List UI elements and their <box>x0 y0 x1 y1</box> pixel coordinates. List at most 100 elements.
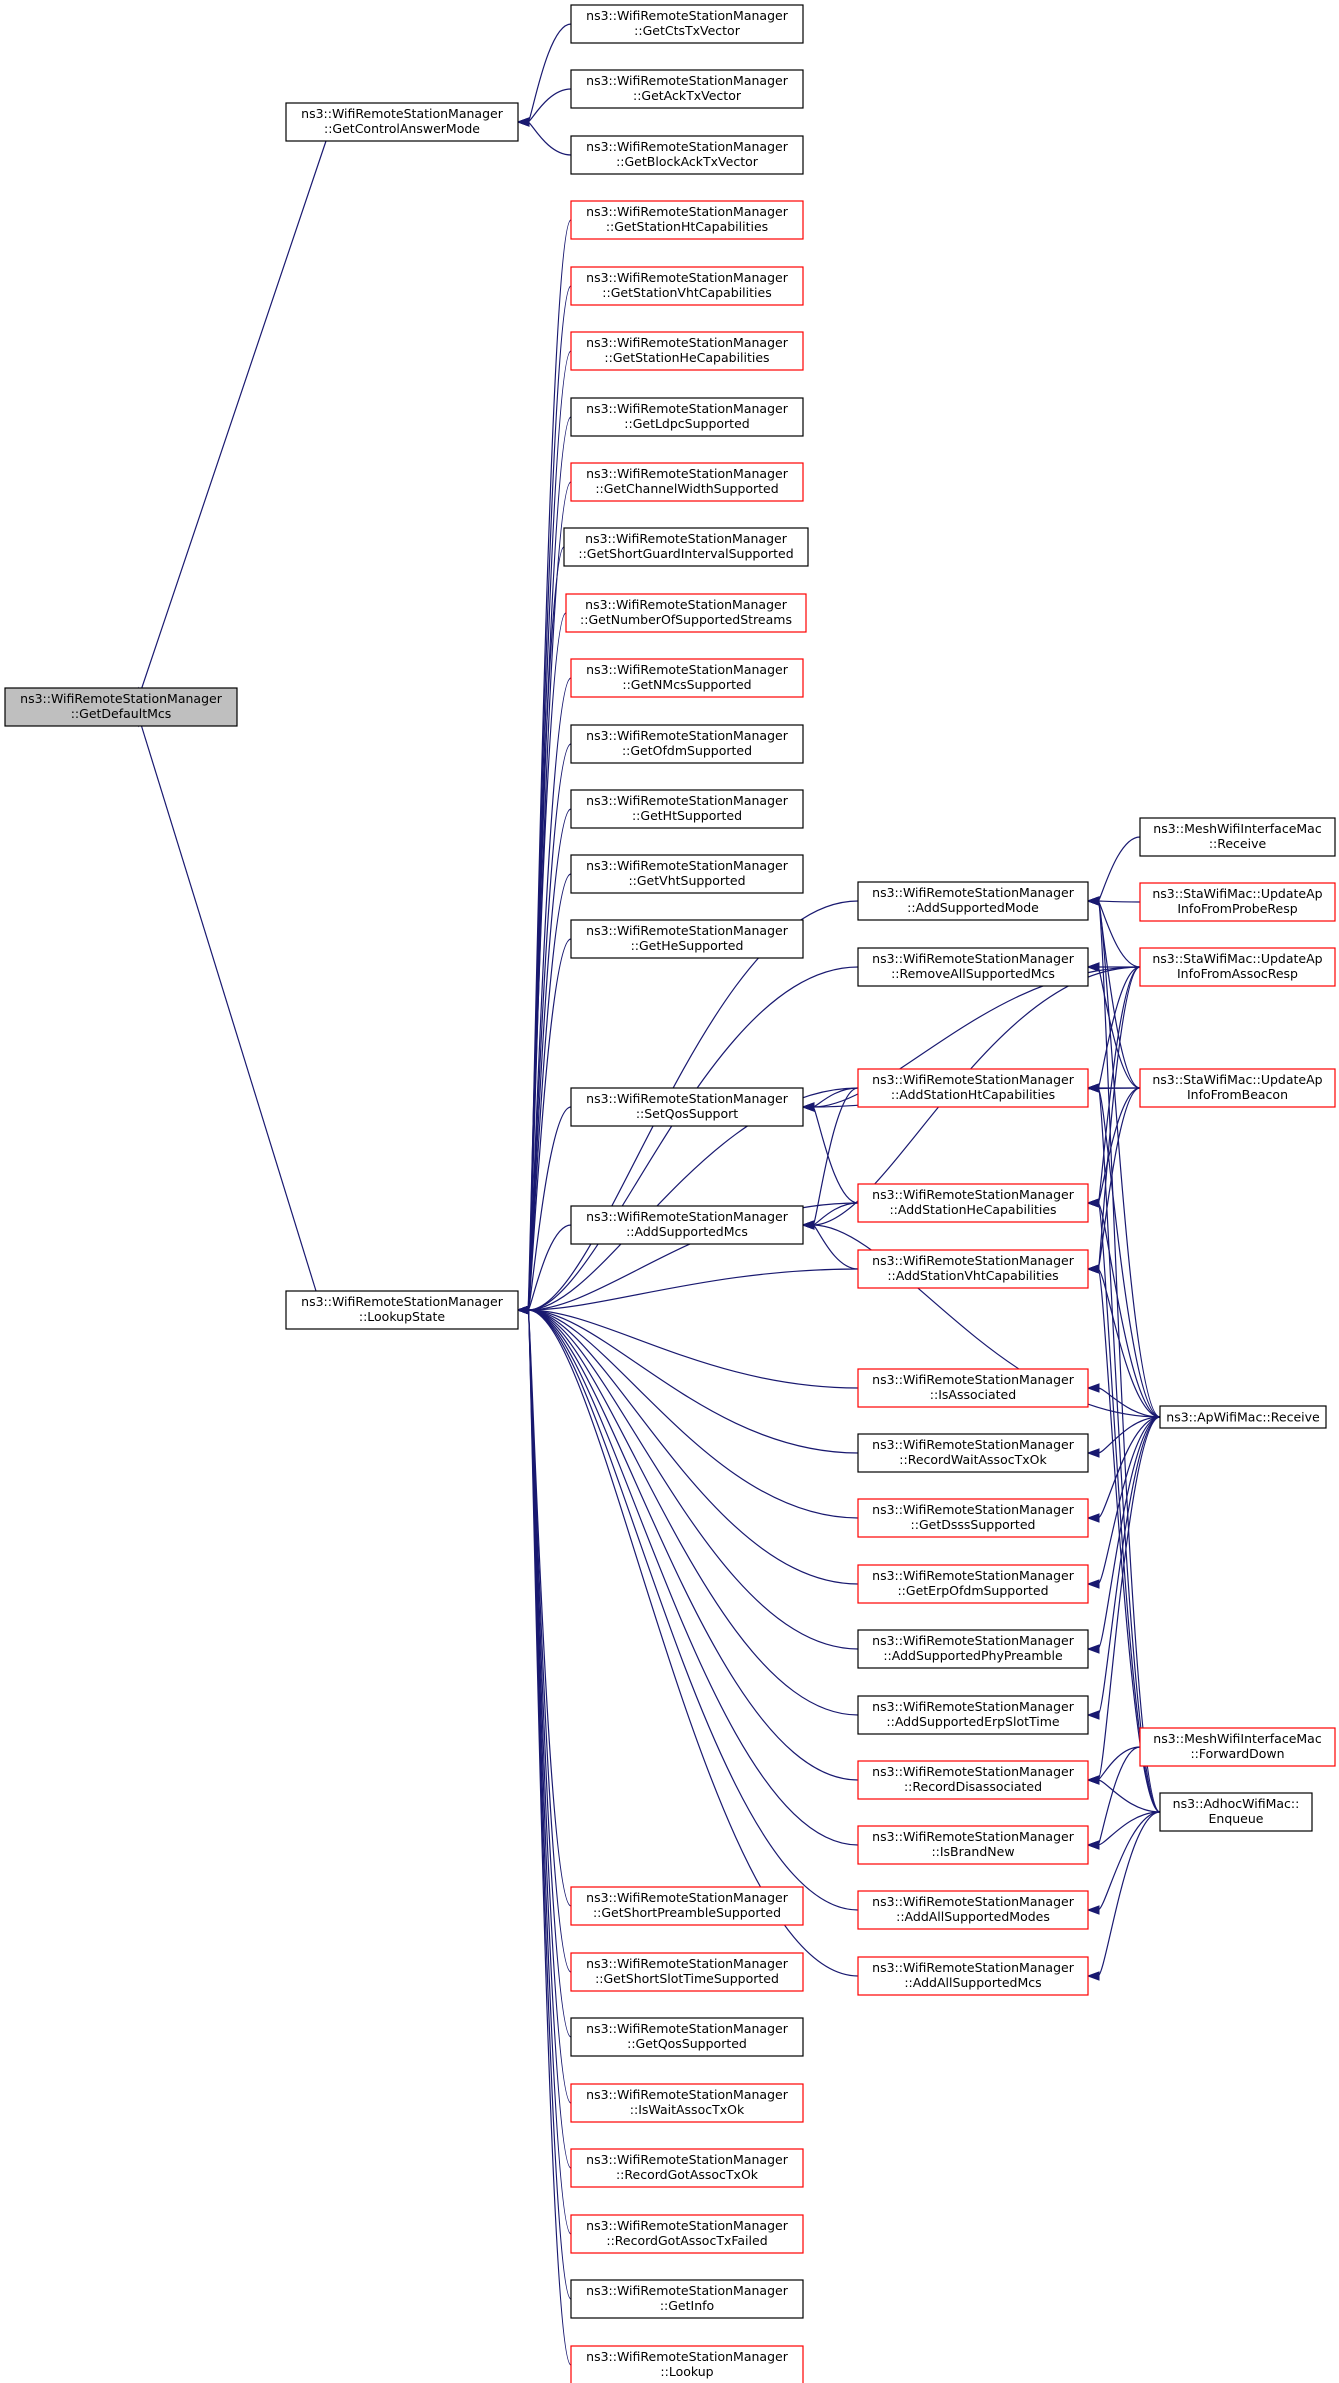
node-adhoc-enqueue[interactable]: ns3::AdhocWifiMac::Enqueue <box>1159 1792 1313 1832</box>
node-get-cts-tx-vector[interactable]: ns3::WifiRemoteStationManager::GetCtsTxV… <box>570 4 804 44</box>
node-is-associated[interactable]: ns3::WifiRemoteStationManager::IsAssocia… <box>857 1368 1089 1408</box>
node-get-dsss-supported[interactable]: ns3::WifiRemoteStationManager::GetDsssSu… <box>857 1498 1089 1538</box>
node-get-erp-ofdm-supported[interactable]: ns3::WifiRemoteStationManager::GetErpOfd… <box>857 1564 1089 1604</box>
node-lookup[interactable]: ns3::WifiRemoteStationManager::Lookup <box>570 2345 804 2383</box>
node-box[interactable] <box>570 854 804 894</box>
node-box[interactable] <box>857 1564 1089 1604</box>
node-box[interactable] <box>563 527 809 567</box>
node-box[interactable] <box>857 1695 1089 1735</box>
node-get-he-supported[interactable]: ns3::WifiRemoteStationManager::GetHeSupp… <box>570 919 804 959</box>
node-is-brand-new[interactable]: ns3::WifiRemoteStationManager::IsBrandNe… <box>857 1825 1089 1865</box>
node-box[interactable] <box>570 724 804 764</box>
node-lookup-state[interactable]: ns3::WifiRemoteStationManager::LookupSta… <box>285 1290 519 1330</box>
node-box[interactable] <box>1139 1727 1336 1767</box>
node-box[interactable] <box>570 658 804 698</box>
node-box[interactable] <box>857 1956 1089 1996</box>
node-box[interactable] <box>857 1498 1089 1538</box>
node-box[interactable] <box>285 102 519 142</box>
node-box[interactable] <box>1159 1792 1313 1832</box>
node-box[interactable] <box>1139 947 1336 987</box>
node-box[interactable] <box>857 1825 1089 1865</box>
node-get-block-ack-tx-vector[interactable]: ns3::WifiRemoteStationManager::GetBlockA… <box>570 135 804 175</box>
node-add-supported-phy-preamble[interactable]: ns3::WifiRemoteStationManager::AddSuppor… <box>857 1629 1089 1669</box>
node-box[interactable] <box>857 947 1089 987</box>
node-get-info[interactable]: ns3::WifiRemoteStationManager::GetInfo <box>570 2279 804 2319</box>
node-get-station-he-capabilities[interactable]: ns3::WifiRemoteStationManager::GetStatio… <box>570 331 804 371</box>
node-get-short-slot-time-supported[interactable]: ns3::WifiRemoteStationManager::GetShortS… <box>570 1952 804 1992</box>
node-get-station-ht-capabilities[interactable]: ns3::WifiRemoteStationManager::GetStatio… <box>570 200 804 240</box>
node-box[interactable] <box>857 1249 1089 1289</box>
node-get-ack-tx-vector[interactable]: ns3::WifiRemoteStationManager::GetAckTxV… <box>570 69 804 109</box>
node-box[interactable] <box>857 1890 1089 1930</box>
node-record-got-assoc-tx-ok[interactable]: ns3::WifiRemoteStationManager::RecordGot… <box>570 2148 804 2188</box>
node-is-wait-assoc-tx-ok[interactable]: ns3::WifiRemoteStationManager::IsWaitAss… <box>570 2083 804 2123</box>
node-box[interactable] <box>570 331 804 371</box>
node-add-station-ht-capabilities[interactable]: ns3::WifiRemoteStationManager::AddStatio… <box>857 1068 1089 1108</box>
node-add-station-he-capabilities[interactable]: ns3::WifiRemoteStationManager::AddStatio… <box>857 1183 1089 1223</box>
node-add-supported-erp-slot-time[interactable]: ns3::WifiRemoteStationManager::AddSuppor… <box>857 1695 1089 1735</box>
node-get-qos-supported[interactable]: ns3::WifiRemoteStationManager::GetQosSup… <box>570 2017 804 2057</box>
node-add-supported-mode[interactable]: ns3::WifiRemoteStationManager::AddSuppor… <box>857 881 1089 921</box>
node-get-control-answer-mode[interactable]: ns3::WifiRemoteStationManager::GetContro… <box>285 102 519 142</box>
node-get-ofdm-supported[interactable]: ns3::WifiRemoteStationManager::GetOfdmSu… <box>570 724 804 764</box>
node-add-all-supported-modes[interactable]: ns3::WifiRemoteStationManager::AddAllSup… <box>857 1890 1089 1930</box>
node-box[interactable] <box>857 1433 1089 1473</box>
node-box[interactable] <box>570 919 804 959</box>
node-get-ldpc-supported[interactable]: ns3::WifiRemoteStationManager::GetLdpcSu… <box>570 397 804 437</box>
node-box[interactable] <box>570 135 804 175</box>
node-box[interactable] <box>1139 817 1336 857</box>
node-box[interactable] <box>570 789 804 829</box>
node-box[interactable] <box>570 4 804 44</box>
node-get-n-mcs-supported[interactable]: ns3::WifiRemoteStationManager::GetNMcsSu… <box>570 658 804 698</box>
node-box[interactable] <box>570 2148 804 2188</box>
node-box[interactable] <box>1139 882 1336 922</box>
node-update-info-from-probe-resp[interactable]: ns3::StaWifiMac::UpdateApInfoFromProbeRe… <box>1139 882 1336 922</box>
node-record-wait-assoc-tx-ok[interactable]: ns3::WifiRemoteStationManager::RecordWai… <box>857 1433 1089 1473</box>
node-box[interactable] <box>857 1368 1089 1408</box>
node-add-supported-mcs[interactable]: ns3::WifiRemoteStationManager::AddSuppor… <box>570 1205 804 1245</box>
node-box[interactable] <box>570 2345 804 2383</box>
node-box[interactable] <box>570 1087 804 1127</box>
node-add-all-supported-mcs[interactable]: ns3::WifiRemoteStationManager::AddAllSup… <box>857 1956 1089 1996</box>
node-get-vht-supported[interactable]: ns3::WifiRemoteStationManager::GetVhtSup… <box>570 854 804 894</box>
node-box[interactable] <box>570 2083 804 2123</box>
node-get-channel-width-supported[interactable]: ns3::WifiRemoteStationManager::GetChanne… <box>570 462 804 502</box>
node-box[interactable] <box>857 1183 1089 1223</box>
node-box[interactable] <box>857 1760 1089 1800</box>
node-get-default-mcs[interactable]: ns3::WifiRemoteStationManager::GetDefaul… <box>4 687 238 727</box>
node-box[interactable] <box>1159 1405 1327 1429</box>
node-mesh-forward-down[interactable]: ns3::MeshWifiInterfaceMac::ForwardDown <box>1139 1727 1336 1767</box>
node-set-qos-support[interactable]: ns3::WifiRemoteStationManager::SetQosSup… <box>570 1087 804 1127</box>
node-box[interactable] <box>570 2017 804 2057</box>
node-get-number-of-supported-streams[interactable]: ns3::WifiRemoteStationManager::GetNumber… <box>565 593 807 633</box>
node-mesh-receive[interactable]: ns3::MeshWifiInterfaceMac::Receive <box>1139 817 1336 857</box>
node-box[interactable] <box>570 200 804 240</box>
node-box[interactable] <box>857 1629 1089 1669</box>
node-box[interactable] <box>565 593 807 633</box>
node-box[interactable] <box>570 1952 804 1992</box>
node-box[interactable] <box>285 1290 519 1330</box>
node-box[interactable] <box>1139 1068 1336 1108</box>
node-box[interactable] <box>570 462 804 502</box>
node-add-station-vht-capabilities[interactable]: ns3::WifiRemoteStationManager::AddStatio… <box>857 1249 1089 1289</box>
node-box[interactable] <box>570 1205 804 1245</box>
node-box[interactable] <box>570 69 804 109</box>
node-box[interactable] <box>857 1068 1089 1108</box>
node-box[interactable] <box>857 881 1089 921</box>
node-box[interactable] <box>570 2214 804 2254</box>
node-box[interactable] <box>4 687 238 727</box>
node-get-station-vht-capabilities[interactable]: ns3::WifiRemoteStationManager::GetStatio… <box>570 266 804 306</box>
node-remove-all-supported-mcs[interactable]: ns3::WifiRemoteStationManager::RemoveAll… <box>857 947 1089 987</box>
node-box[interactable] <box>570 397 804 437</box>
node-get-short-preamble-supported[interactable]: ns3::WifiRemoteStationManager::GetShortP… <box>570 1886 804 1926</box>
node-update-info-from-assoc-resp[interactable]: ns3::StaWifiMac::UpdateApInfoFromAssocRe… <box>1139 947 1336 987</box>
node-box[interactable] <box>570 1886 804 1926</box>
node-ap-receive[interactable]: ns3::ApWifiMac::Receive <box>1159 1405 1327 1429</box>
node-record-disassociated[interactable]: ns3::WifiRemoteStationManager::RecordDis… <box>857 1760 1089 1800</box>
node-box[interactable] <box>570 266 804 306</box>
node-box[interactable] <box>570 2279 804 2319</box>
node-record-got-assoc-tx-failed[interactable]: ns3::WifiRemoteStationManager::RecordGot… <box>570 2214 804 2254</box>
node-get-short-guard-interval-supported[interactable]: ns3::WifiRemoteStationManager::GetShortG… <box>563 527 809 567</box>
node-get-ht-supported[interactable]: ns3::WifiRemoteStationManager::GetHtSupp… <box>570 789 804 829</box>
